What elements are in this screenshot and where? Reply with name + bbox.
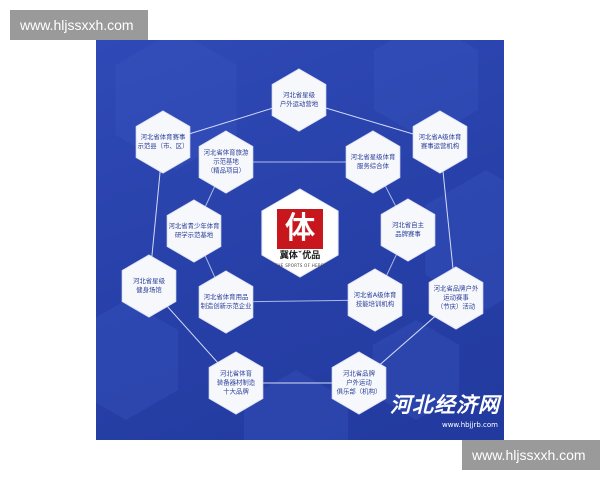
inner-node-label: 河北省自主品牌赛事 [378,221,438,239]
logo-mark: 体 [277,209,323,249]
node-label-line: （精品项目） [206,166,246,175]
outer-node-label: 河北省品牌户外运动赛事（节庆）活动 [426,285,486,312]
outer-node-hexagon [428,266,484,330]
background-hexagon [96,300,178,420]
inner-node-hexagon [166,199,222,263]
node-label-line: 制造创新示范企业 [200,302,252,310]
node-label-line: 装备器材制造 [216,378,256,387]
inner-node-hexagon [347,268,403,332]
inner-node-label: 河北省青少年体育研学示范基地 [164,222,224,240]
watermark-top: www.hljssxxh.com [10,10,148,40]
inner-node-hexagon [198,270,254,334]
inner-node-hexagon [345,130,401,194]
background-hexagon [374,40,478,140]
outer-node-hexagon [271,68,327,132]
node-label-line: 河北省A级体育 [418,133,462,141]
inner-node-hexagon [198,130,254,194]
node-label-line: 河北省体育旅游 [203,148,249,157]
outer-node-hexagon [121,254,177,318]
outer-node-label: 河北省A级体育赛事运营机构 [410,133,470,151]
node-label-line: 河北省星级体育 [350,153,396,161]
node-label-line: 河北省星级 [133,277,165,285]
brand-name: 河北经济网 [390,392,500,417]
outer-node-label: 河北省星级健身场馆 [119,277,179,295]
node-label-line: 研学示范基地 [174,231,214,239]
node-label-line: 品牌赛事 [395,230,421,238]
node-label-line: 河北省A级体育 [353,291,397,299]
background-hexagon [372,320,460,420]
node-label-line: 十大品牌 [223,387,249,396]
inner-node-label: 河北省星级体育服务综合体 [343,153,403,171]
diagram-panel: 河北省星级户外运动营地河北省A级体育赛事运营机构河北省品牌户外运动赛事（节庆）活… [96,40,504,440]
outer-node-label: 河北省星级户外运动营地 [269,91,329,109]
outer-node-hexagon [135,110,191,174]
inner-node-label: 河北省体育旅游示范基地（精品项目） [196,149,256,176]
logo-name: 冀体ˇ优品 [279,251,321,261]
logo-glyph: 体 [285,211,315,246]
node-label-line: 河北省体育赛事 [140,133,186,141]
node-label-line: 俱乐部（机构） [336,387,382,396]
watermark-bottom: www.hljssxxh.com [462,440,600,470]
node-label-line: 户外运动营地 [279,100,319,108]
node-label-line: 运动赛事 [443,293,469,302]
node-label-line: 健身场馆 [136,286,162,294]
node-label-line: 技能培训机构 [355,300,395,308]
inner-node-hexagon [380,198,436,262]
node-label-line: 河北省体育 [220,369,252,378]
center-logo: 体 冀体ˇ优品 THE SPORTS OF HEBEI [260,205,340,275]
node-label-line: 河北省品牌户外 [433,284,479,293]
node-label-line: 赛事运营机构 [420,142,460,150]
node-label-line: 户外运动 [346,378,372,387]
logo-subtitle: THE SPORTS OF HEBEI [274,263,326,268]
node-label-line: 河北省青少年体育 [168,222,220,230]
inner-node-label: 河北省体育用品制造创新示范企业 [196,293,256,311]
inner-node-label: 河北省A级体育技能培训机构 [345,291,405,309]
outer-node-label: 河北省品牌户外运动俱乐部（机构） [329,370,389,397]
node-label-line: 示范基地 [213,157,239,166]
outer-node-hexagon [331,351,387,415]
outer-node-hexagon [412,110,468,174]
node-label-line: 河北省自主 [392,221,424,229]
background-hexagon [244,370,348,440]
outer-node-label: 河北省体育装备器材制造十大品牌 [206,370,266,397]
node-label-line: （节庆）活动 [436,302,476,311]
node-label-line: 示范县（市、区） [137,142,189,150]
node-label-line: 河北省体育用品 [203,293,249,301]
outer-node-hexagon [208,351,264,415]
node-label-line: 服务综合体 [357,162,389,170]
brand-watermark: 河北经济网 www.hbjjrb.com [380,392,500,436]
node-label-line: 河北省品牌 [343,369,375,378]
outer-node-label: 河北省体育赛事示范县（市、区） [133,133,193,151]
node-label-line: 河北省星级 [283,91,315,99]
brand-url: www.hbjjrb.com [441,421,498,429]
